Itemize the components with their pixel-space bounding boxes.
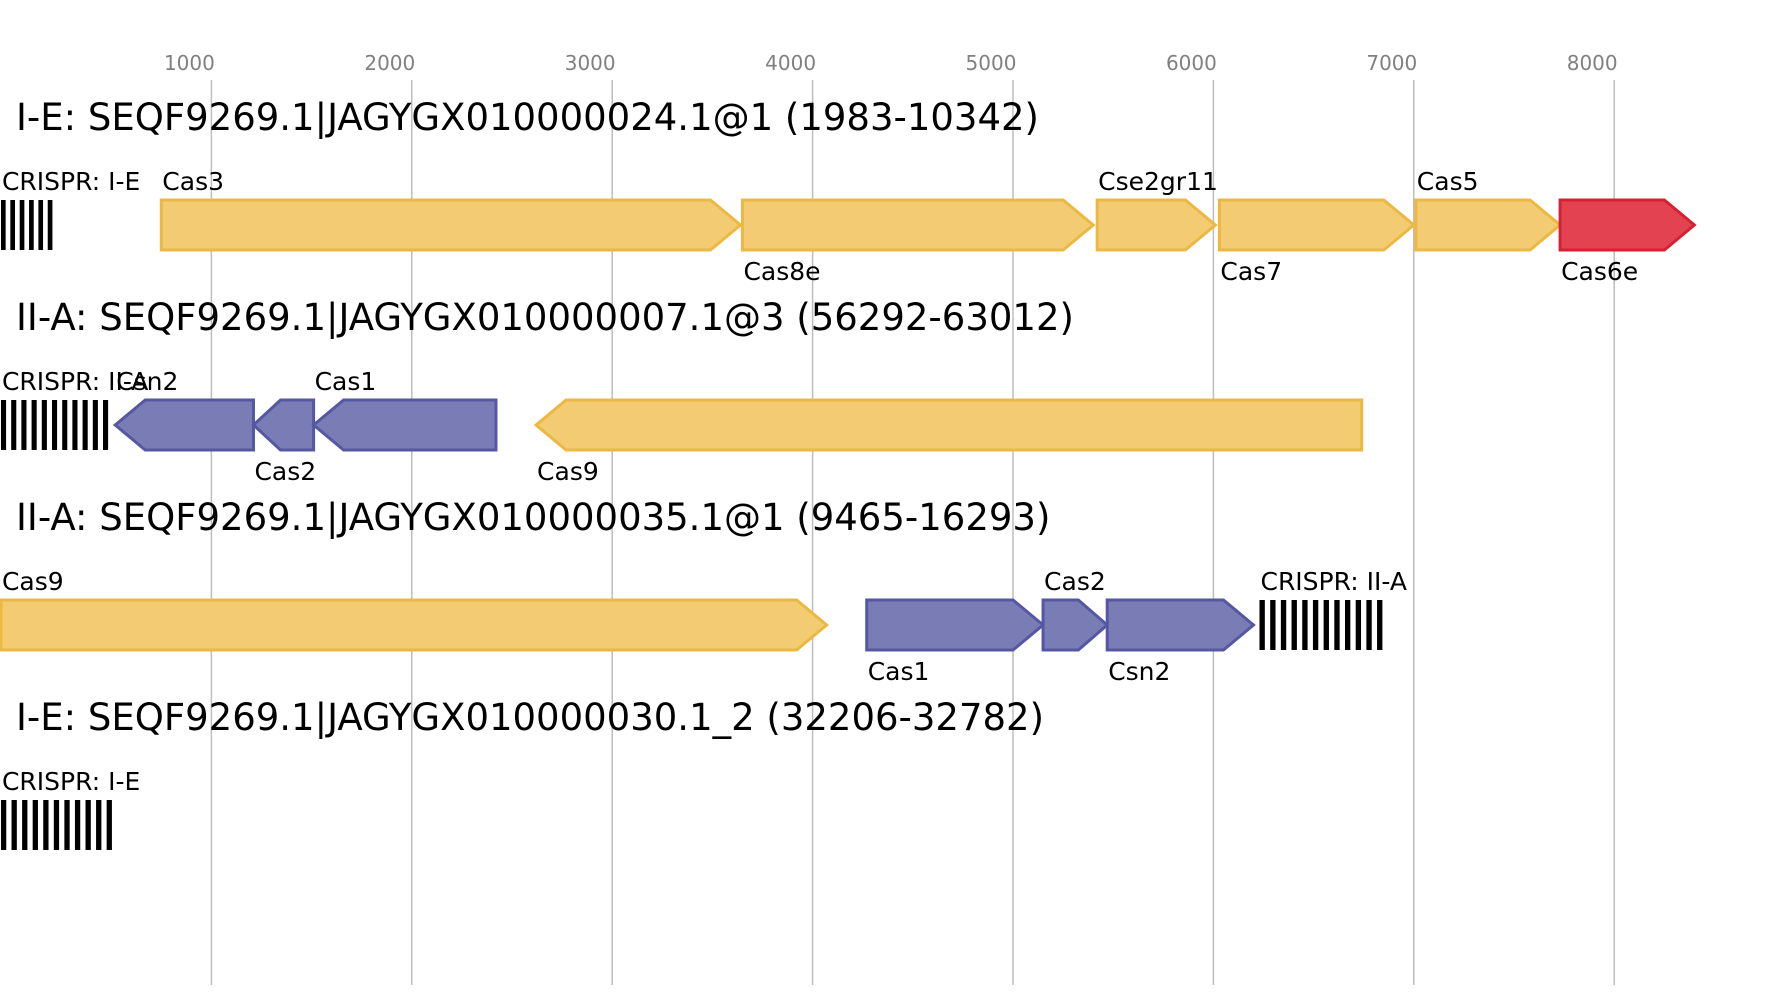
locus-track: II-A: SEQF9269.1|JAGYGX010000007.1@3 (56… <box>0 296 1364 486</box>
crispr-repeat-bar <box>11 800 17 850</box>
axis-tick-label: 1000 <box>164 51 215 75</box>
crispr-repeat-bar <box>103 400 109 450</box>
gene-label: Cas1 <box>315 367 377 396</box>
gene-arrow-cas6e <box>1558 198 1697 252</box>
crispr-repeat-bar <box>10 200 16 250</box>
gene-arrow-cas1 <box>311 398 498 452</box>
axis-tick-label: 2000 <box>364 51 415 75</box>
crispr-repeat-bar <box>32 800 38 850</box>
axis-tick-label: 7000 <box>1366 51 1417 75</box>
axis-tick-labels: 1000 2000 3000 4000 5000 6000 7000 8000 <box>164 51 1618 75</box>
gene-label: Csn2 <box>116 367 178 396</box>
crispr-repeat-bar <box>51 400 58 450</box>
gene-arrow-cas3 <box>159 198 743 252</box>
gene-label: Cse2gr11 <box>1098 167 1218 196</box>
crispr-label: CRISPR: II-A <box>1260 567 1406 596</box>
crispr-repeat-bar <box>47 200 53 250</box>
crispr-repeat-bar <box>106 800 112 850</box>
crispr-repeat-bar <box>38 200 44 250</box>
crispr-repeat-bar <box>1280 600 1287 650</box>
gene-label: Cas3 <box>162 167 224 196</box>
crispr-repeat-bar <box>82 400 88 450</box>
crispr-array <box>0 800 112 850</box>
gene-arrow-cas9 <box>533 398 1364 452</box>
crispr-repeat-bar <box>92 400 98 450</box>
axis-tick-label: 5000 <box>966 51 1017 75</box>
gene-label: Cas9 <box>537 457 599 486</box>
crispr-label: CRISPR: I-E <box>2 767 140 796</box>
axis-tick-label: 3000 <box>565 51 616 75</box>
crispr-label: CRISPR: II-A <box>2 367 148 396</box>
gene-arrow-cas1 <box>865 598 1046 652</box>
gene-arrow-cas7 <box>1217 198 1417 252</box>
crispr-repeat-bar <box>0 200 6 250</box>
crispr-repeat-bar <box>21 400 27 450</box>
crispr-repeat-bar <box>1377 600 1383 650</box>
track-title: II-A: SEQF9269.1|JAGYGX010000007.1@3 (56… <box>16 296 1074 339</box>
crispr-repeat-bar <box>43 800 49 850</box>
gene-label: Cas2 <box>254 457 316 486</box>
crispr-repeat-bar <box>29 200 34 250</box>
crispr-repeat-bar <box>11 400 17 450</box>
gene-arrow-csn2 <box>112 398 255 452</box>
gene-label: Cas1 <box>868 657 930 686</box>
gene-label: Cas2 <box>1044 567 1106 596</box>
gene-arrow-cas2 <box>1041 598 1110 652</box>
crispr-repeat-bar <box>1291 600 1297 650</box>
track-title: I-E: SEQF9269.1|JAGYGX010000024.1@1 (198… <box>16 96 1039 139</box>
crispr-repeat-bar <box>74 800 81 850</box>
gene-arrow-cas8e <box>740 198 1096 252</box>
axis-tick-label: 4000 <box>765 51 816 75</box>
crispr-array <box>1259 600 1383 650</box>
crispr-repeat-bar <box>0 400 7 450</box>
crispr-array <box>0 400 109 450</box>
gene-arrow-cas2 <box>251 398 316 452</box>
gene-label: Csn2 <box>1108 657 1170 686</box>
locus-track: I-E: SEQF9269.1|JAGYGX010000030.1_2 (322… <box>0 696 1044 850</box>
crispr-repeat-bar <box>96 800 102 850</box>
track-title: I-E: SEQF9269.1|JAGYGX010000030.1_2 (322… <box>16 696 1044 739</box>
gene-arrow-cas5 <box>1414 198 1563 252</box>
crispr-array <box>0 200 53 250</box>
crispr-label: CRISPR: I-E <box>2 167 140 196</box>
axis-tick-label: 8000 <box>1567 51 1618 75</box>
locus-track: I-E: SEQF9269.1|JAGYGX010000024.1@1 (198… <box>0 96 1697 286</box>
gene-label: Cas9 <box>2 567 64 596</box>
crispr-repeat-bar <box>19 200 25 250</box>
crispr-repeat-bar <box>1366 600 1372 650</box>
crispr-repeat-bar <box>1302 600 1308 650</box>
axis-tick-label: 6000 <box>1166 51 1217 75</box>
crispr-repeat-bar <box>1259 600 1265 650</box>
crispr-repeat-bar <box>22 800 28 850</box>
crispr-repeat-bar <box>31 400 37 450</box>
track-title: II-A: SEQF9269.1|JAGYGX010000035.1@1 (94… <box>16 496 1050 539</box>
crispr-repeat-bar <box>85 800 91 850</box>
crispr-repeat-bar <box>1270 600 1276 650</box>
crispr-repeat-bar <box>1323 600 1329 650</box>
gene-arrow-csn2 <box>1105 598 1256 652</box>
gene-arrow-cas9 <box>0 598 829 652</box>
gene-arrow-cse2gr11 <box>1095 198 1218 252</box>
crispr-repeat-bar <box>0 800 7 850</box>
gene-label: Cas8e <box>743 257 820 286</box>
crispr-repeat-bar <box>41 400 47 450</box>
crispr-repeat-bar <box>53 800 60 850</box>
gene-label: Cas7 <box>1220 257 1282 286</box>
crispr-repeat-bar <box>64 800 70 850</box>
gene-label: Cas5 <box>1417 167 1479 196</box>
locus-tracks: I-E: SEQF9269.1|JAGYGX010000024.1@1 (198… <box>0 96 1697 850</box>
crispr-repeat-bar <box>1334 600 1340 650</box>
crispr-repeat-bar <box>62 400 68 450</box>
locus-track: II-A: SEQF9269.1|JAGYGX010000035.1@1 (94… <box>0 496 1407 686</box>
crispr-repeat-bar <box>72 400 78 450</box>
crispr-repeat-bar <box>1355 600 1362 650</box>
crispr-repeat-bar <box>1312 600 1319 650</box>
crispr-repeat-bar <box>1344 600 1351 650</box>
gene-label: Cas6e <box>1561 257 1638 286</box>
